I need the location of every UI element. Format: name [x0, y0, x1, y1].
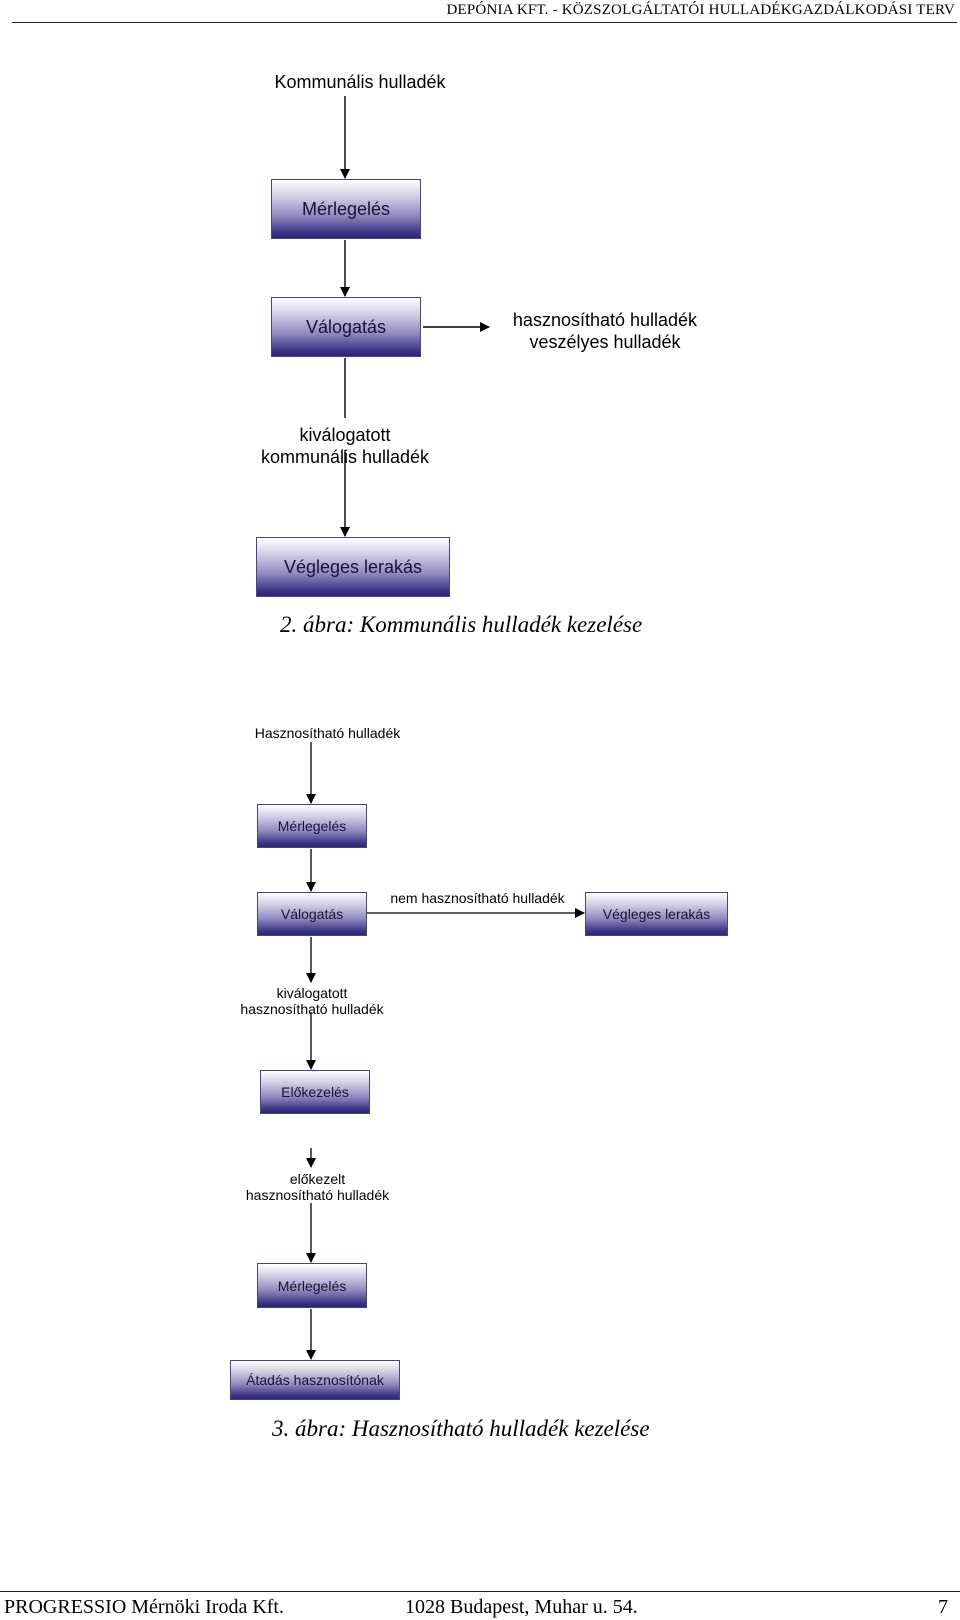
footer-company: PROGRESSIO Mérnöki Iroda Kft. [4, 1596, 284, 1618]
f3-final-disposal-box: Végleges lerakás [585, 892, 728, 936]
f3-final-disposal-label: Végleges lerakás [602, 906, 711, 922]
f3-pretreated-line2: hasznosítható hulladék [245, 1187, 390, 1203]
f2-final-disposal-label: Végleges lerakás [283, 556, 423, 577]
f2-final-disposal-box: Végleges lerakás [256, 537, 450, 597]
f2-sorting-label: Válogatás [305, 316, 387, 337]
f3-weighing2-label: Mérlegelés [277, 1277, 347, 1294]
f3-pretreated-waste: előkezelt hasznosítható hulladék [230, 1171, 405, 1203]
f3-sorted-line2: hasznosítható hulladék [240, 1001, 384, 1017]
f2-weighing-box: Mérlegelés [271, 179, 421, 239]
f2-input-label: Kommunális hulladék [274, 72, 446, 92]
f3-weighing2-box: Mérlegelés [257, 1263, 367, 1308]
f3-input-label: Hasznosítható hulladék [254, 725, 401, 741]
figure2-caption: 2. ábra: Kommunális hulladék kezelése [280, 612, 643, 637]
page-header: DEPÓNIA KFT. - KÖZSZOLGÁLTATÓI HULLADÉKG… [0, 2, 955, 19]
f2-sorting-box: Válogatás [271, 297, 421, 357]
f2-sorted-line1: kiválogatott [299, 425, 391, 445]
f2-side-output-line2: veszélyes hulladék [529, 332, 681, 352]
footer-address: 1028 Budapest, Muhar u. 54. [405, 1596, 638, 1618]
f3-pretreatment-box: Előkezelés [260, 1070, 370, 1114]
footer-divider [0, 1591, 960, 1592]
figure3-caption: 3. ábra: Hasznosítható hulladék kezelése [272, 1416, 650, 1441]
f3-pretreated-line1: előkezelt [289, 1171, 346, 1187]
f3-weighing-box: Mérlegelés [257, 804, 367, 848]
header-title: DEPÓNIA KFT. - KÖZSZOLGÁLTATÓI HULLADÉKG… [446, 2, 955, 18]
f3-sorted-line1: kiválogatott [276, 985, 348, 1001]
footer-page-number: 7 [938, 1596, 948, 1618]
f2-side-output: hasznosítható hulladék veszélyes hulladé… [490, 309, 720, 353]
f2-sorted-line2: kommunális hulladék [260, 447, 430, 467]
f3-handover-box: Átadás hasznosítónak [230, 1360, 400, 1400]
header-divider [12, 22, 957, 23]
f3-pretreatment-label: Előkezelés [281, 1084, 349, 1100]
f3-sorting-box: Válogatás [257, 892, 367, 936]
f3-handover-label: Átadás hasznosítónak [246, 1372, 384, 1388]
f2-weighing-label: Mérlegelés [301, 198, 391, 219]
f3-sorted-waste: kiválogatott hasznosítható hulladék [226, 985, 398, 1017]
f3-weighing-label: Mérlegelés [277, 818, 347, 834]
f3-reject-label: nem hasznosítható hulladék [390, 890, 565, 906]
f2-sorted-waste: kiválogatott kommunális hulladék [235, 424, 455, 468]
f2-side-output-line1: hasznosítható hulladék [512, 310, 698, 330]
f3-sorting-label: Válogatás [280, 906, 344, 922]
